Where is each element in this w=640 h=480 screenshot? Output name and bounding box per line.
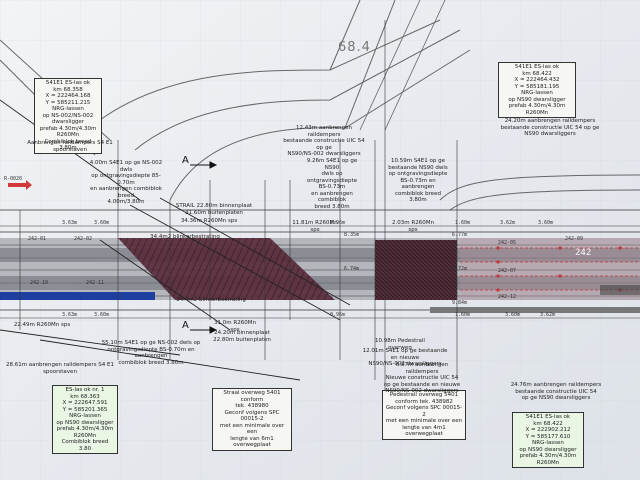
track-id: 242-02 xyxy=(74,236,93,242)
note: 34.4m2 blinkerbestrating xyxy=(150,234,220,240)
misc-label: R-0020 xyxy=(4,176,23,182)
dimension-label: 0.96m xyxy=(330,220,346,226)
note: 24.20m binnenplaat 22.80m buitenplaten xyxy=(213,330,271,343)
note: 34.4m2 blinkerbestrating xyxy=(176,297,246,303)
note: 6.87m aanbrengen raildempers Nieuwe cons… xyxy=(383,362,461,394)
dimension-label: 3.62m xyxy=(540,312,556,318)
strail-crossing xyxy=(118,238,335,300)
note: 2.03m R260Mn sps xyxy=(392,220,434,233)
misc-label: 6.74m xyxy=(344,266,360,272)
note: 34.36m R260Mn sps xyxy=(180,218,238,224)
note: 24.20m aanbrengen raildempers bestaande … xyxy=(500,118,600,137)
dimension-label: 3.60m xyxy=(94,312,110,318)
section-marker-top: A xyxy=(182,155,189,166)
misc-label: 8.35m xyxy=(344,232,360,238)
misc-label: 8.72m xyxy=(452,266,468,272)
dimension-label: 3.60m xyxy=(538,220,554,226)
dimension-label: 0.96m xyxy=(330,312,346,318)
callout-ne: 541E1 ES-las ok km 68.422 X = 222464.432… xyxy=(498,62,576,118)
dimension-label: 3.63m xyxy=(62,312,78,318)
blue-zone xyxy=(0,292,155,300)
note: 31.0m R260Mn sps xyxy=(214,320,256,333)
north-arrow-icon xyxy=(8,180,32,190)
dimension-label: 3.63m xyxy=(62,220,78,226)
track-id: 242-10 xyxy=(30,280,49,286)
note: Aanbrengen raildempers S4 E1 spoorstaven xyxy=(27,140,113,153)
note: 10.98m Pedestrail overweg xyxy=(375,338,425,351)
track-id: 242-11 xyxy=(86,280,105,286)
dimension-label: 3.60m xyxy=(505,312,521,318)
note: 4.00m S4E1 op ge NS-002 dwls op ontgravi… xyxy=(89,160,163,205)
km-marker: 68.4 xyxy=(338,40,371,55)
dimension-label: 1.60m xyxy=(455,220,471,226)
callout-straal: Straal overweg 5401 conform tek. 438980 … xyxy=(212,388,292,451)
note: 55.10m S4E1 op ge NS-002 dwls op ontgrav… xyxy=(101,340,201,366)
note: 9.26m S4E1 op ge NS90 dwls op ontgraving… xyxy=(306,158,358,210)
misc-label: 6.77m xyxy=(452,232,468,238)
track-id: 242-09 xyxy=(565,236,584,242)
callout-sw: ES-las ok nr. 1 km 68.363 X = 222647.591… xyxy=(52,385,118,454)
note: STRAIL 22.80m binnenplaat 31.60m buitenp… xyxy=(175,203,253,216)
track-id: 242-12 xyxy=(498,294,517,300)
track-number: 242 xyxy=(575,248,592,258)
note: 22.49m R260Mn sps xyxy=(13,322,71,328)
track-id: 242-01 xyxy=(28,236,47,242)
note: 28.61m aanbrengen raildempers S4 E1 spoo… xyxy=(5,362,115,375)
track-id: 242-05 xyxy=(498,240,517,246)
misc-label: 9.84m xyxy=(452,300,468,306)
note: 12.01m S4E1 op ge bestaande en nieuwe NS… xyxy=(362,348,448,367)
dimension-label: 3.62m xyxy=(500,220,516,226)
callout-se: 541E1 ES-las ok km 68.422 X = 222902.212… xyxy=(512,412,584,468)
dimension-label: 1.60m xyxy=(455,312,471,318)
callout-pedestal: Pedestrail overweg 5401 conform tek. 438… xyxy=(382,390,466,440)
note: 10.59m S4E1 op ge bestaande NS90 dwls op… xyxy=(388,158,448,203)
section-marker-bottom: A xyxy=(182,320,189,331)
callout-nw: 541E1 ES-las ok km 68.358 X = 222464.168… xyxy=(34,78,102,154)
dimension-label: 3.60m xyxy=(94,220,110,226)
track-id: 242-07 xyxy=(498,268,517,274)
pedestrail-crossing xyxy=(375,240,457,300)
note: 24.76m aanbrengen raildempers bestaande … xyxy=(510,382,602,401)
note: 11.81m R260Mn sps xyxy=(292,220,338,233)
note: 12.43m aanbrengen raildempers bestaande … xyxy=(283,125,365,157)
